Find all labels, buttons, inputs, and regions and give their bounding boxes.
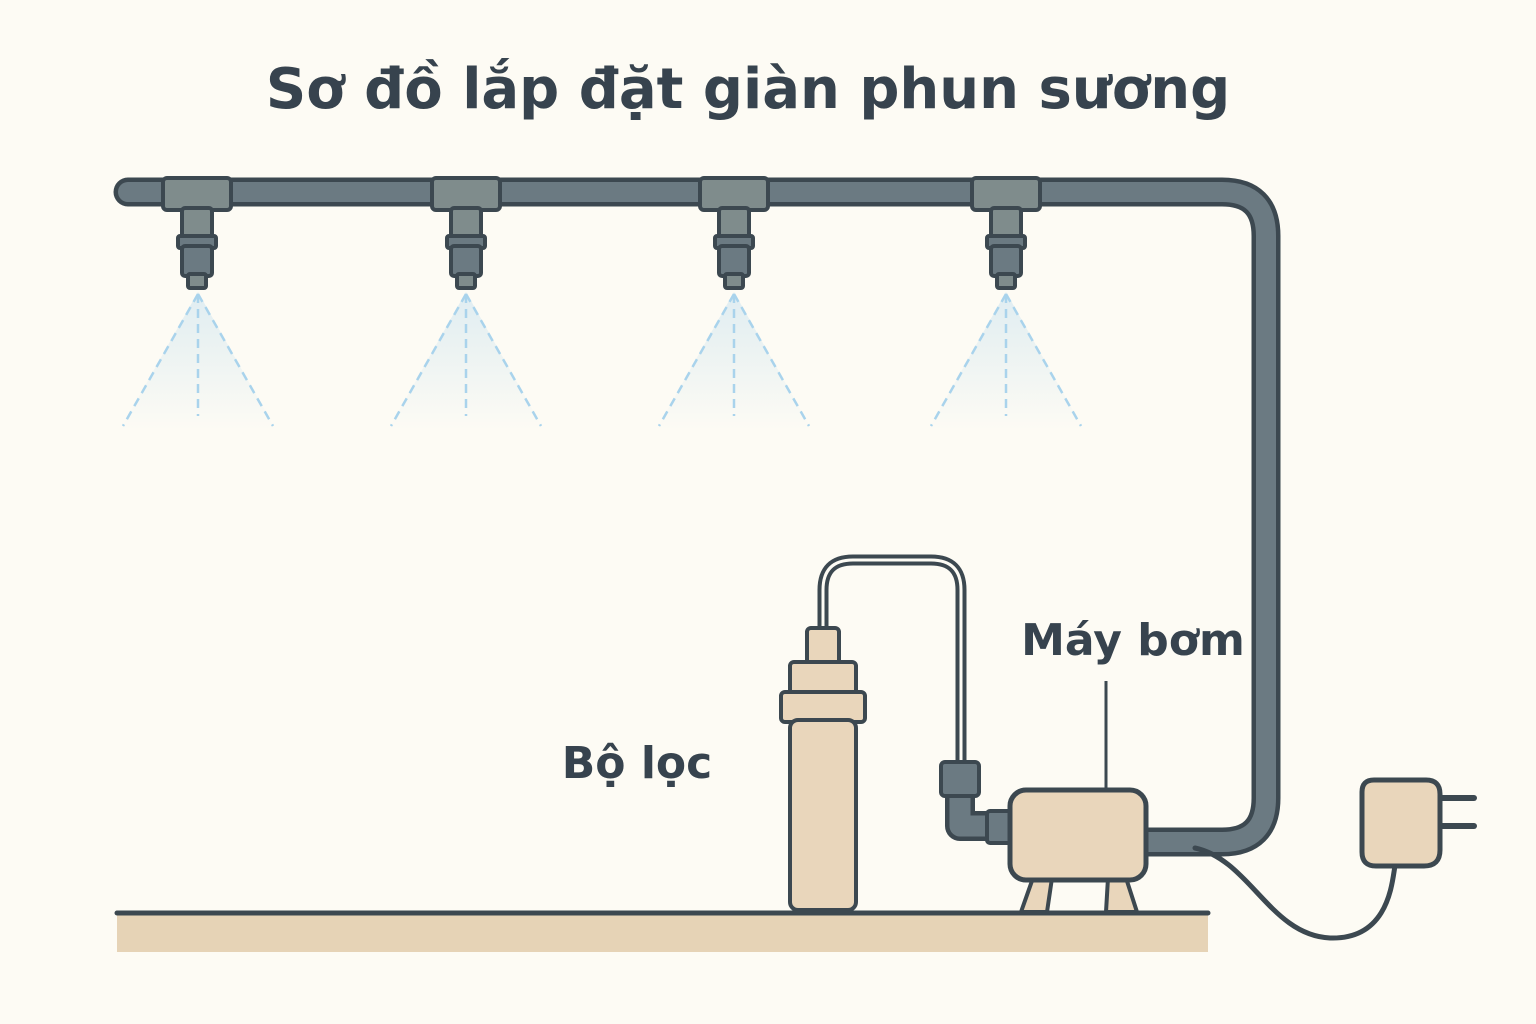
water-pump-icon	[1007, 787, 1149, 914]
ground	[114, 910, 1211, 952]
pump-inlet-pipe	[939, 760, 1015, 845]
filter-cartridge-icon	[779, 626, 867, 912]
mist-nozzle-icon	[970, 176, 1042, 290]
diagram-title: Sơ đồ lắp đặt giàn phun sương	[266, 57, 1230, 122]
mist-nozzle-icon	[698, 176, 770, 290]
main-pipe	[113, 177, 1281, 857]
pump-label: Máy bơm	[1021, 615, 1245, 666]
spray-cone	[120, 292, 276, 430]
power-cord	[1192, 845, 1399, 941]
spray-cone	[928, 292, 1084, 430]
mist-nozzle-icon	[430, 176, 502, 290]
filter-hose	[817, 554, 967, 768]
mist-nozzle-icon	[161, 176, 233, 290]
spray-cone	[656, 292, 812, 430]
power-plug-icon	[1359, 777, 1477, 869]
filter-label: Bộ lọc	[562, 738, 712, 789]
spray-cone	[388, 292, 544, 430]
